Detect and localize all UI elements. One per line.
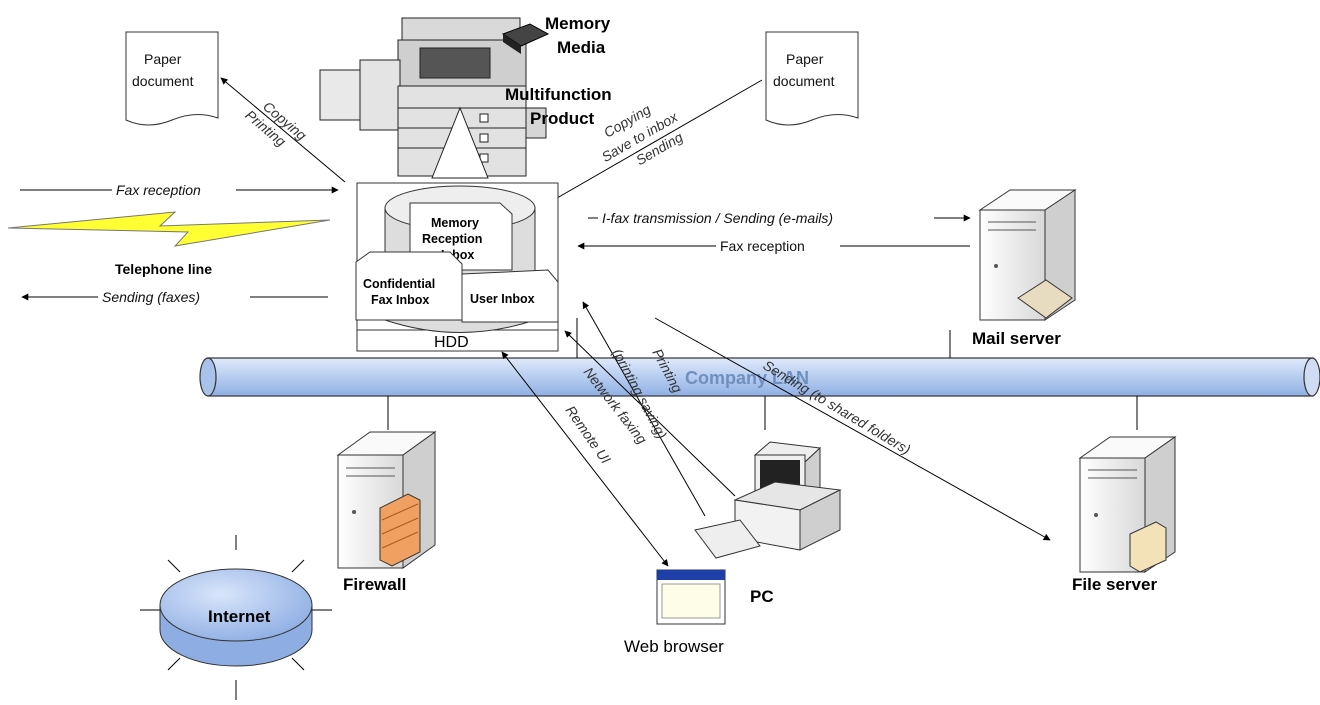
firewall-label: Firewall xyxy=(343,575,406,594)
mfp-label-2: Product xyxy=(530,109,595,128)
memory-media-label-2: Media xyxy=(557,38,606,57)
pc-label: PC xyxy=(750,587,774,606)
mail-server-label: Mail server xyxy=(972,329,1061,348)
remote-ui: Remote UI xyxy=(563,403,615,467)
memory-reception-1: Memory xyxy=(431,216,479,230)
memory-media-icon xyxy=(501,23,550,54)
telephone-line: Telephone line xyxy=(115,261,212,277)
paper-document-left: Paper document xyxy=(125,31,219,126)
ifax-label: I-fax transmission / Sending (e-mails) xyxy=(602,210,833,226)
memory-media-label-1: Memory xyxy=(545,14,611,33)
sending-faxes: Sending (faxes) xyxy=(102,289,200,305)
fax-reception-right: Fax reception xyxy=(720,238,805,254)
memory-reception-2: Reception xyxy=(422,232,482,246)
confidential-fax-inbox: Confidential Fax Inbox xyxy=(355,251,463,321)
fax-reception-left: Fax reception xyxy=(116,182,201,198)
user-inbox: User Inbox xyxy=(461,269,559,323)
lightning-bolt xyxy=(7,211,331,247)
confidential-2: Fax Inbox xyxy=(371,293,429,307)
confidential-1: Confidential xyxy=(363,277,435,291)
paper-document-right: Paper document xyxy=(765,31,859,126)
file-server-icon xyxy=(1078,436,1177,573)
web-browser-icon xyxy=(656,569,726,625)
company-lan: Company LAN xyxy=(199,357,1320,397)
paper-doc-right-1: Paper xyxy=(786,51,824,67)
firewall-icon xyxy=(336,431,437,569)
hdd-label: HDD xyxy=(434,334,469,351)
paper-doc-left-1: Paper xyxy=(144,51,182,67)
paper-doc-right-2: document xyxy=(773,73,835,89)
mail-server-icon xyxy=(978,189,1077,321)
internet-icon: Internet xyxy=(140,535,332,700)
mfp-label-1: Multifunction xyxy=(505,85,612,104)
paper-doc-left-2: document xyxy=(132,73,194,89)
multifunction-product-icon xyxy=(319,17,547,179)
user-inbox-label: User Inbox xyxy=(470,292,535,306)
internet-label: Internet xyxy=(208,607,271,626)
file-server-label: File server xyxy=(1072,575,1157,594)
pc-icon xyxy=(694,441,842,559)
web-browser-label: Web browser xyxy=(624,637,724,656)
company-lan-label: Company LAN xyxy=(685,368,809,388)
